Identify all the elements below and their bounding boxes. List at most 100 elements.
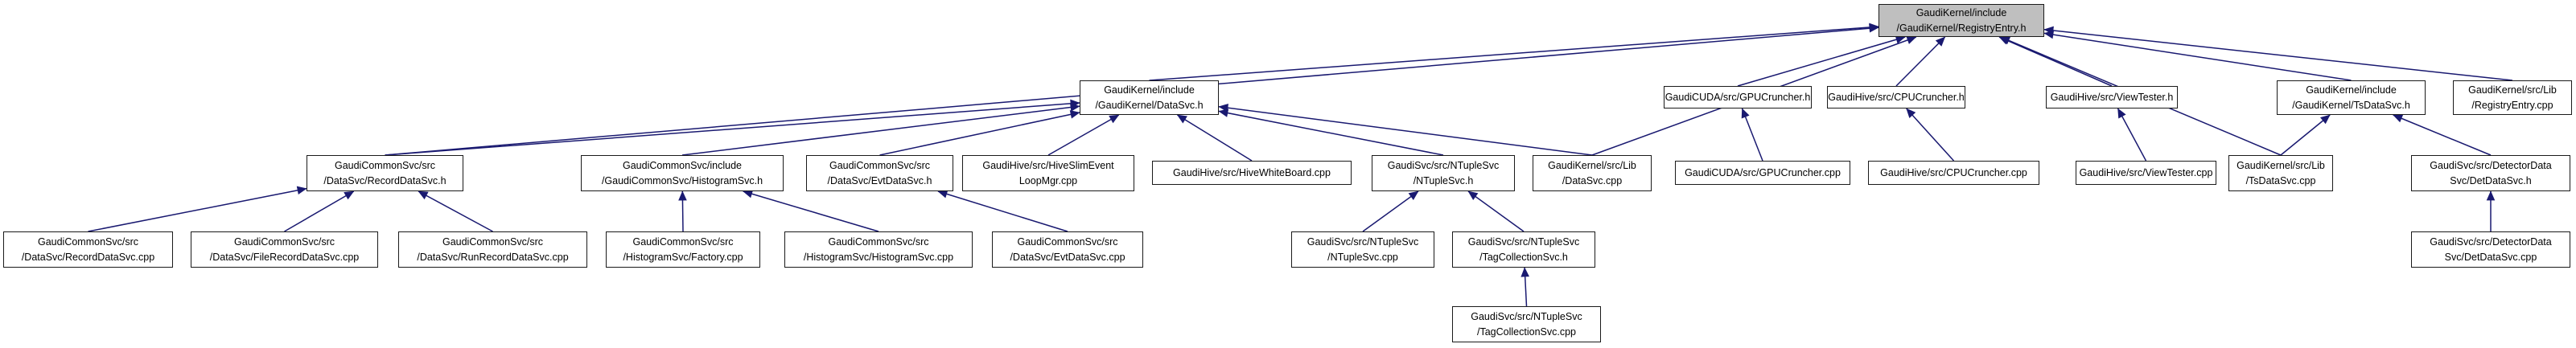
graph-node-gpu-cruncher-cpp[interactable]: GaudiCUDA/src/GPUCruncher.cpp xyxy=(1675,161,1850,185)
graph-node-evt-data-svc-h[interactable]: GaudiCommonSvc/src/DataSvc/EvtDataSvc.h xyxy=(806,155,953,191)
edge-registry-entry-cpp--registry-entry-h xyxy=(2043,26,2513,81)
edge-hive-slim-event-loop-mgr-cpp--data-svc-h xyxy=(1047,114,1120,156)
graph-node-ntuple-svc-h[interactable]: GaudiSvc/src/NTupleSvc/NTupleSvc.h xyxy=(1372,155,1515,191)
graph-node-registry-entry-cpp[interactable]: GaudiKernel/src/Lib/RegistryEntry.cpp xyxy=(2453,80,2572,115)
graph-node-registry-entry-h: GaudiKernel/include/GaudiKernel/Registry… xyxy=(1879,4,2044,37)
edge-histogram-svc-cpp--histogram-svc-h xyxy=(743,190,879,232)
graph-node-view-tester-cpp[interactable]: GaudiHive/src/ViewTester.cpp xyxy=(2076,161,2216,185)
graph-node-data-svc-cpp[interactable]: GaudiKernel/src/Lib/DataSvc.cpp xyxy=(1533,155,1652,191)
node-label-line: /DataSvc/RunRecordDataSvc.cpp xyxy=(417,251,569,263)
edge-ts-data-svc-cpp--ts-data-svc-h xyxy=(2280,114,2331,156)
edge-cpu-cruncher-h--registry-entry-h xyxy=(1895,36,1946,87)
node-label-line: Svc/DetDataSvc.h xyxy=(2450,174,2532,186)
graph-node-ntuple-svc-cpp[interactable]: GaudiSvc/src/NTupleSvc/NTupleSvc.cpp xyxy=(1291,231,1434,268)
graph-node-run-record-data-svc-cpp[interactable]: GaudiCommonSvc/src/DataSvc/RunRecordData… xyxy=(398,231,587,268)
node-label-line: /GaudiKernel/DataSvc.h xyxy=(1095,99,1204,111)
edge-tag-collection-svc-h--ntuple-svc-h xyxy=(1467,190,1525,232)
graph-node-gpu-cruncher-h[interactable]: GaudiCUDA/src/GPUCruncher.h xyxy=(1664,86,1812,108)
edge-data-svc-h--registry-entry-h xyxy=(1149,23,1879,81)
node-label-line: GaudiKernel/include xyxy=(1104,84,1195,96)
edge-histogram-svc-h--data-svc-h xyxy=(681,103,1080,156)
edge-det-data-svc-h--ts-data-svc-h xyxy=(2393,114,2492,156)
edge-file-record-data-svc-cpp--record-data-svc-h xyxy=(284,190,355,232)
graph-node-factory-cpp[interactable]: GaudiCommonSvc/src/HistogramSvc/Factory.… xyxy=(606,231,760,268)
edge-evt-data-svc-cpp--evt-data-svc-h xyxy=(937,190,1068,232)
node-label-line: GaudiCommonSvc/src xyxy=(37,235,139,248)
node-label-line: Svc/DetDataSvc.cpp xyxy=(2444,251,2537,263)
node-label-line: /NTupleSvc.cpp xyxy=(1327,251,1398,263)
graph-node-cpu-cruncher-h[interactable]: GaudiHive/src/CPUCruncher.h xyxy=(1827,86,1965,108)
node-label-line: /TagCollectionSvc.h xyxy=(1479,251,1568,263)
node-label-line: /DataSvc/RecordDataSvc.h xyxy=(323,174,446,186)
node-label-line: GaudiCommonSvc/src xyxy=(442,235,544,248)
graph-node-file-record-data-svc-cpp[interactable]: GaudiCommonSvc/src/DataSvc/FileRecordDat… xyxy=(191,231,378,268)
edge-lines xyxy=(88,23,2513,307)
edge-cpu-cruncher-cpp--cpu-cruncher-h xyxy=(1906,108,1955,162)
graph-node-data-svc-h[interactable]: GaudiKernel/include/GaudiKernel/DataSvc.… xyxy=(1080,80,1219,115)
node-label-line: /HistogramSvc/Factory.cpp xyxy=(623,251,743,263)
node-label-line: /TsDataSvc.cpp xyxy=(2245,174,2316,186)
graph-node-evt-data-svc-cpp[interactable]: GaudiCommonSvc/src/DataSvc/EvtDataSvc.cp… xyxy=(992,231,1143,268)
node-label-line: GaudiSvc/src/NTupleSvc xyxy=(1471,310,1582,322)
node-label-line: GaudiKernel/include xyxy=(2306,84,2397,96)
graph-node-tag-collection-svc-cpp[interactable]: GaudiSvc/src/NTupleSvc/TagCollectionSvc.… xyxy=(1452,306,1601,342)
node-label-line: GaudiHive/src/CPUCruncher.cpp xyxy=(1880,166,2027,178)
graph-node-histogram-svc-h[interactable]: GaudiCommonSvc/include/GaudiCommonSvc/Hi… xyxy=(581,155,784,191)
node-label-line: GaudiCommonSvc/src xyxy=(233,235,335,248)
node-label-line: /GaudiKernel/TsDataSvc.h xyxy=(2292,99,2410,111)
node-label-line: GaudiCommonSvc/include xyxy=(623,159,742,171)
edge-gpu-cruncher-h--registry-entry-h xyxy=(1737,35,1906,87)
node-label-line: GaudiKernel/src/Lib xyxy=(2468,84,2557,96)
edge-record-data-svc-cpp--record-data-svc-h xyxy=(88,186,307,232)
edge-ts-data-svc-h--registry-entry-h xyxy=(2043,30,2352,81)
node-label-line: /GaudiKernel/RegistryEntry.h xyxy=(1896,22,2027,34)
node-label-line: /DataSvc/RecordDataSvc.cpp xyxy=(21,251,155,263)
node-label-line: GaudiSvc/src/DetectorData xyxy=(2430,235,2552,248)
edge-record-data-svc-h--data-svc-h xyxy=(385,99,1080,156)
graph-node-cpu-cruncher-cpp[interactable]: GaudiHive/src/CPUCruncher.cpp xyxy=(1868,161,2039,185)
graph-node-hive-white-board-cpp[interactable]: GaudiHive/src/HiveWhiteBoard.cpp xyxy=(1152,161,1352,185)
node-label-line: /NTupleSvc.h xyxy=(1413,174,1474,186)
node-label-line: GaudiCUDA/src/GPUCruncher.cpp xyxy=(1685,166,1841,178)
edge-tag-collection-svc-cpp--tag-collection-svc-h xyxy=(1520,267,1529,307)
node-label-line: GaudiHive/src/HiveWhiteBoard.cpp xyxy=(1173,166,1331,178)
graph-node-ts-data-svc-cpp[interactable]: GaudiKernel/src/Lib/TsDataSvc.cpp xyxy=(2228,155,2333,191)
node-label-line: GaudiCommonSvc/src xyxy=(829,159,931,171)
edge-hive-white-board-cpp--data-svc-h xyxy=(1176,114,1253,162)
node-label-line: GaudiCommonSvc/src xyxy=(334,159,436,171)
node-label-line: /RegistryEntry.cpp xyxy=(2471,99,2553,111)
node-label-line: GaudiSvc/src/NTupleSvc xyxy=(1387,159,1500,171)
node-label-line: /DataSvc/EvtDataSvc.cpp xyxy=(1010,251,1125,263)
node-label-line: /GaudiCommonSvc/HistogramSvc.h xyxy=(601,174,763,186)
node-label-line: GaudiKernel/src/Lib xyxy=(2237,159,2325,171)
graph-node-view-tester-h[interactable]: GaudiHive/src/ViewTester.h xyxy=(2046,86,2178,108)
node-label-line: GaudiHive/src/ViewTester.cpp xyxy=(2079,166,2213,178)
node-label-line: GaudiCommonSvc/src xyxy=(828,235,929,248)
edge-ntuple-svc-cpp--ntuple-svc-h xyxy=(1362,190,1419,232)
node-label-line: GaudiHive/src/HiveSlimEvent xyxy=(982,159,1114,171)
graph-node-ts-data-svc-h[interactable]: GaudiKernel/include/GaudiKernel/TsDataSv… xyxy=(2277,80,2426,115)
edge-run-record-data-svc-cpp--record-data-svc-h xyxy=(418,190,493,232)
graph-node-record-data-svc-cpp[interactable]: GaudiCommonSvc/src/DataSvc/RecordDataSvc… xyxy=(3,231,173,268)
graph-node-histogram-svc-cpp[interactable]: GaudiCommonSvc/src/HistogramSvc/Histogra… xyxy=(784,231,973,268)
node-label-line: GaudiCommonSvc/src xyxy=(1017,235,1118,248)
node-label-line: /TagCollectionSvc.cpp xyxy=(1477,325,1576,338)
edge-evt-data-svc-h--data-svc-h xyxy=(879,110,1080,156)
node-label-line: GaudiHive/src/ViewTester.h xyxy=(2050,91,2174,103)
edge-view-tester-h--registry-entry-h xyxy=(1998,36,2113,87)
graph-node-tag-collection-svc-h[interactable]: GaudiSvc/src/NTupleSvc/TagCollectionSvc.… xyxy=(1452,231,1595,268)
node-label-line: /HistogramSvc/HistogramSvc.cpp xyxy=(803,251,954,263)
edge-factory-cpp--histogram-svc-h xyxy=(678,190,687,232)
node-label-line: /DataSvc/EvtDataSvc.h xyxy=(827,174,932,186)
edge-view-tester-cpp--view-tester-h xyxy=(2117,108,2147,162)
node-label-line: GaudiSvc/src/DetectorData xyxy=(2430,159,2552,171)
edge-data-svc-cpp--data-svc-h xyxy=(1218,103,1593,156)
edge-gpu-cruncher-cpp--gpu-cruncher-h xyxy=(1741,108,1763,162)
node-label-line: GaudiCommonSvc/src xyxy=(632,235,734,248)
graph-node-record-data-svc-h[interactable]: GaudiCommonSvc/src/DataSvc/RecordDataSvc… xyxy=(307,155,463,191)
